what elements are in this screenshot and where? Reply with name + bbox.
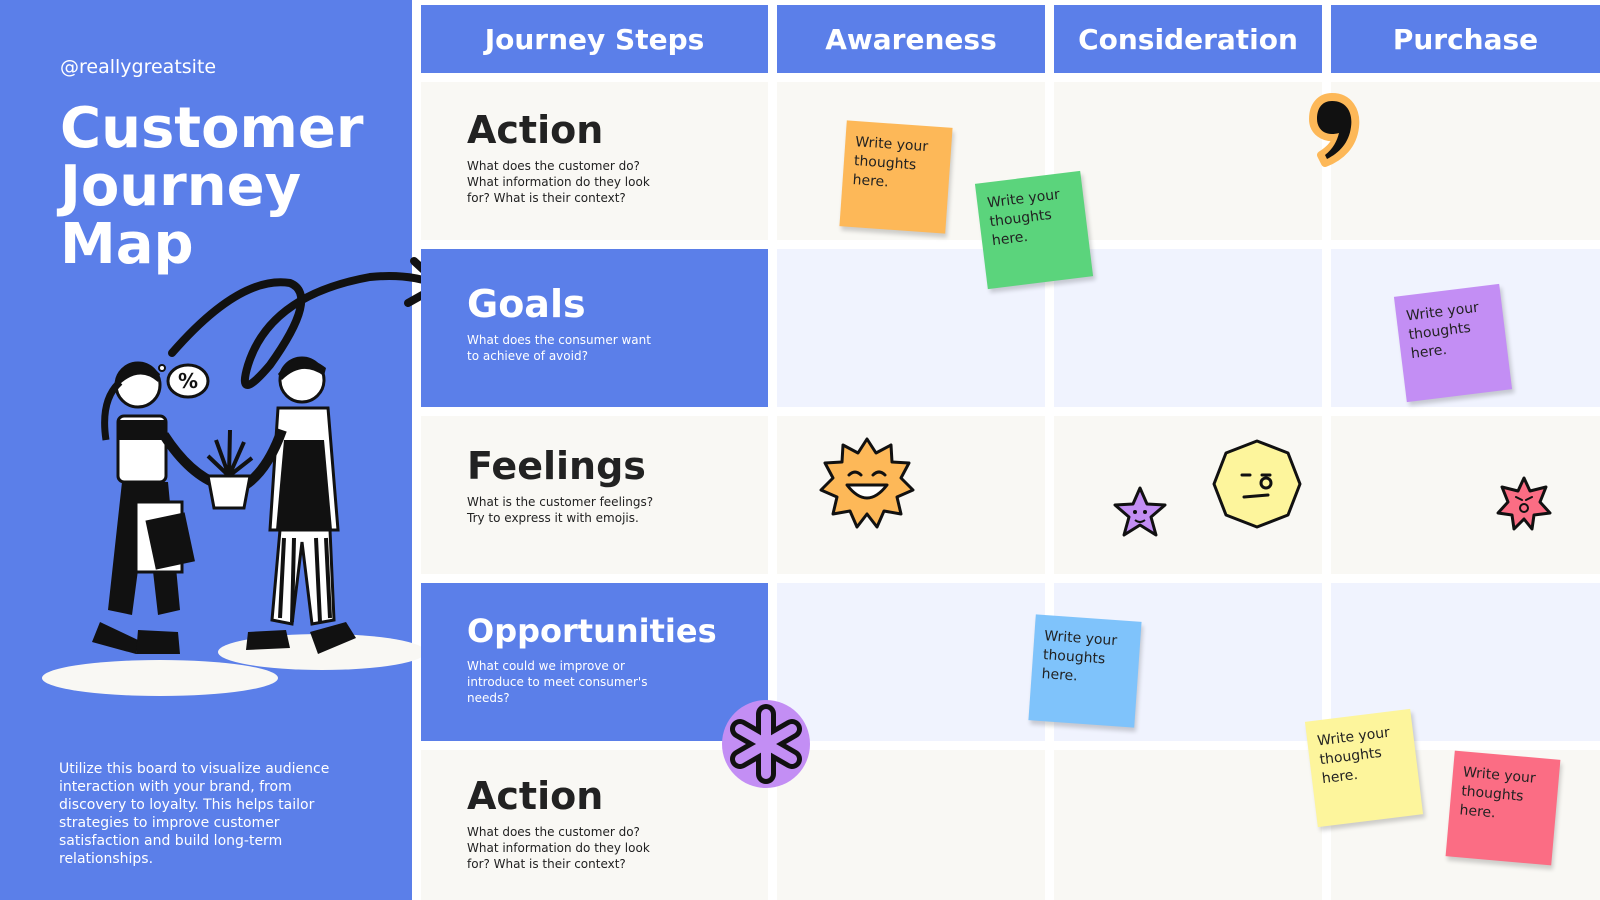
comma-sticker-icon	[1309, 93, 1360, 167]
cell-feelings-label	[421, 416, 768, 574]
row-desc-opportunities: What could we improve or introduce to me…	[467, 659, 648, 705]
row-desc-action: What does the customer do? What informat…	[467, 159, 650, 205]
cell-action-consideration[interactable]	[1054, 82, 1322, 240]
column-header-purchase: Purchase	[1331, 5, 1600, 73]
sidebar: @reallygreatsite Customer Journey Map Ut…	[0, 0, 412, 900]
people-illustration	[42, 356, 426, 696]
row-title-goals: Goals	[467, 282, 586, 326]
sticky-note-purple[interactable]: Write your thoughts here.	[1393, 283, 1513, 403]
cell-action2-awareness[interactable]	[777, 750, 1045, 900]
cell-opportunities-label	[421, 583, 768, 741]
cell-goals-label	[421, 249, 768, 407]
sticky-note-orange[interactable]: Write your thoughts here.	[839, 120, 953, 234]
svg-text:%: %	[178, 369, 198, 393]
smiling-sun-emoji-icon	[819, 437, 915, 529]
star-emoji-icon	[1113, 486, 1167, 537]
sticky-note-pink[interactable]: Write your thoughts here.	[1445, 750, 1561, 866]
row-title-action: Action	[467, 108, 604, 152]
site-handle: @reallygreatsite	[60, 56, 217, 78]
row-desc-action-2: What does the customer do? What informat…	[467, 825, 650, 871]
row-title-feelings: Feelings	[467, 444, 646, 488]
page-title: Customer Journey Map	[60, 96, 364, 277]
sticky-note-green[interactable]: Write your thoughts here.	[974, 170, 1094, 290]
board-description: Utilize this board to visualize audience…	[59, 761, 330, 867]
cell-goals-consideration[interactable]	[1054, 249, 1322, 407]
cell-feelings-purchase[interactable]	[1331, 416, 1600, 574]
percent-speech-bubble-icon: %	[158, 363, 210, 399]
row-title-opportunities: Opportunities	[467, 612, 717, 650]
column-header-consideration: Consideration	[1054, 5, 1322, 73]
cell-action-label	[421, 82, 768, 240]
sticky-note-yellow[interactable]: Write your thoughts here.	[1304, 708, 1424, 828]
row-title-action-2: Action	[467, 774, 604, 818]
cell-opportunities-awareness[interactable]	[777, 583, 1045, 741]
cell-action2-consideration[interactable]	[1054, 750, 1322, 900]
cell-action2-label	[421, 750, 768, 900]
asterisk-sticker-icon	[722, 700, 810, 788]
cell-action-purchase[interactable]	[1331, 82, 1600, 240]
row-desc-feelings: What is the customer feelings? Try to ex…	[467, 495, 654, 525]
row-desc-goals: What does the consumer want to achieve o…	[467, 333, 651, 363]
column-header-journey-steps: Journey Steps	[421, 5, 768, 73]
angry-star-emoji-icon	[1496, 476, 1552, 531]
cell-feelings-awareness[interactable]	[777, 416, 1045, 574]
column-header-awareness: Awareness	[777, 5, 1045, 73]
confused-hexagon-emoji-icon	[1212, 439, 1302, 529]
sticky-note-blue[interactable]: Write your thoughts here.	[1028, 614, 1142, 728]
